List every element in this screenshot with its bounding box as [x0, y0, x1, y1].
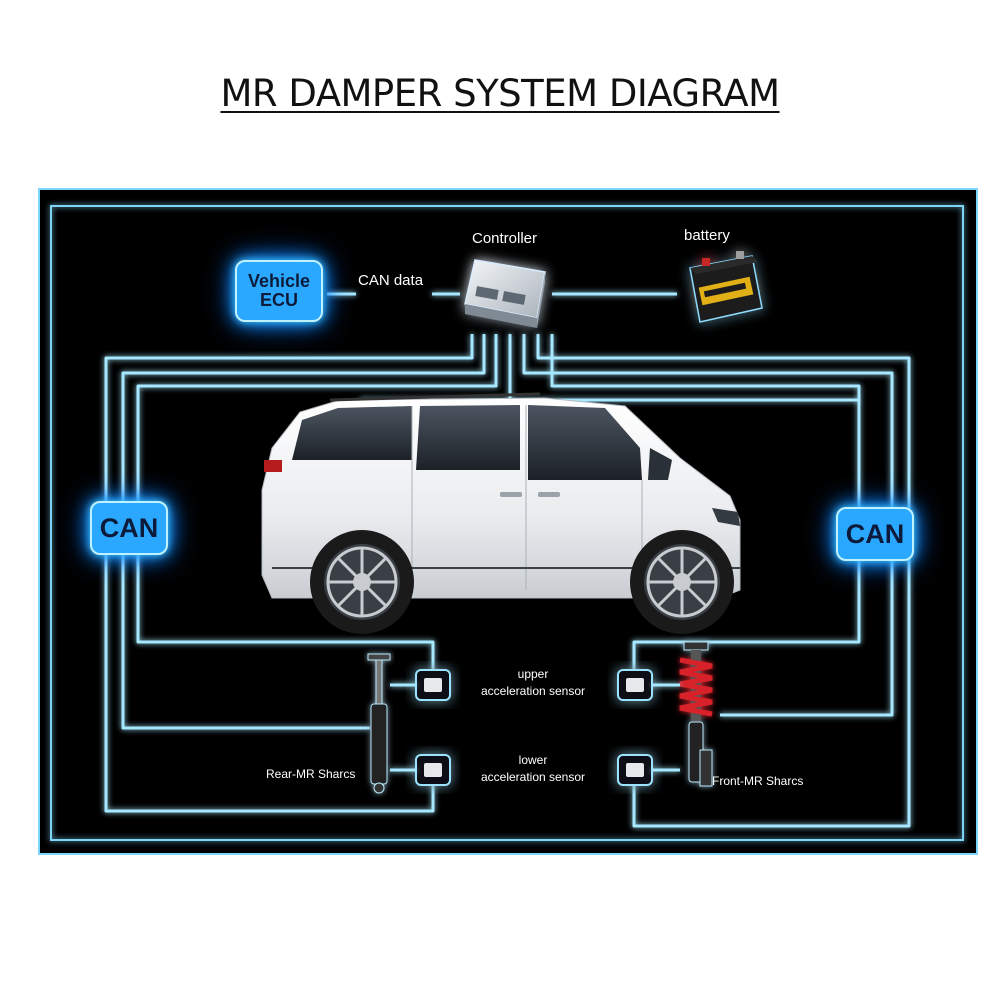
front-damper-icon [679, 641, 713, 787]
diagram-panel: Vehicle ECU CAN CAN Controller battery C… [38, 188, 978, 855]
upper-sensor-label-line1: upper [517, 667, 549, 681]
car-image [261, 392, 741, 634]
front-lower-sensor-icon [617, 754, 653, 786]
can-right-label: CAN [845, 518, 905, 549]
can-box-left: CAN [90, 501, 168, 555]
vehicle-ecu-label-line1: Vehicle [247, 271, 311, 291]
battery-label: battery [684, 227, 730, 244]
lower-sensor-label-line1: lower [518, 753, 548, 767]
upper-sensor-label: upper acceleration sensor [458, 666, 608, 700]
lower-sensor-label-line2: acceleration sensor [480, 770, 586, 784]
controller-icon [464, 259, 546, 328]
controller-label: Controller [472, 230, 538, 247]
rear-wheel [310, 530, 414, 634]
vehicle-ecu-label-line2: ECU [259, 290, 298, 310]
vehicle-ecu-box: Vehicle ECU [235, 260, 323, 322]
can-data-label: CAN data [358, 272, 424, 289]
front-damper-label: Front-MR Sharcs [712, 774, 804, 788]
front-upper-sensor-icon [617, 669, 653, 701]
can-left-label: CAN [99, 512, 159, 543]
wire-left-frame [360, 334, 512, 402]
wire-right-outer [536, 334, 911, 828]
page-title: MR DAMPER SYSTEM DIAGRAM [0, 72, 1000, 115]
upper-sensor-label-line2: acceleration sensor [480, 684, 586, 698]
can-box-right: CAN [836, 507, 914, 561]
front-wheel [630, 530, 734, 634]
wire-left-outer [104, 334, 474, 813]
battery-icon [689, 251, 763, 323]
wire-right-middle [522, 334, 894, 717]
page-title-text: MR DAMPER SYSTEM DIAGRAM [220, 72, 780, 115]
inner-frame [50, 205, 964, 841]
rear-lower-sensor-icon [415, 754, 451, 786]
rear-damper-label: Rear-MR Sharcs [266, 767, 356, 781]
rear-damper-icon [367, 653, 391, 794]
rear-upper-sensor-icon [415, 669, 451, 701]
wire-left-middle [121, 334, 486, 730]
lower-sensor-label: lower acceleration sensor [458, 752, 608, 786]
